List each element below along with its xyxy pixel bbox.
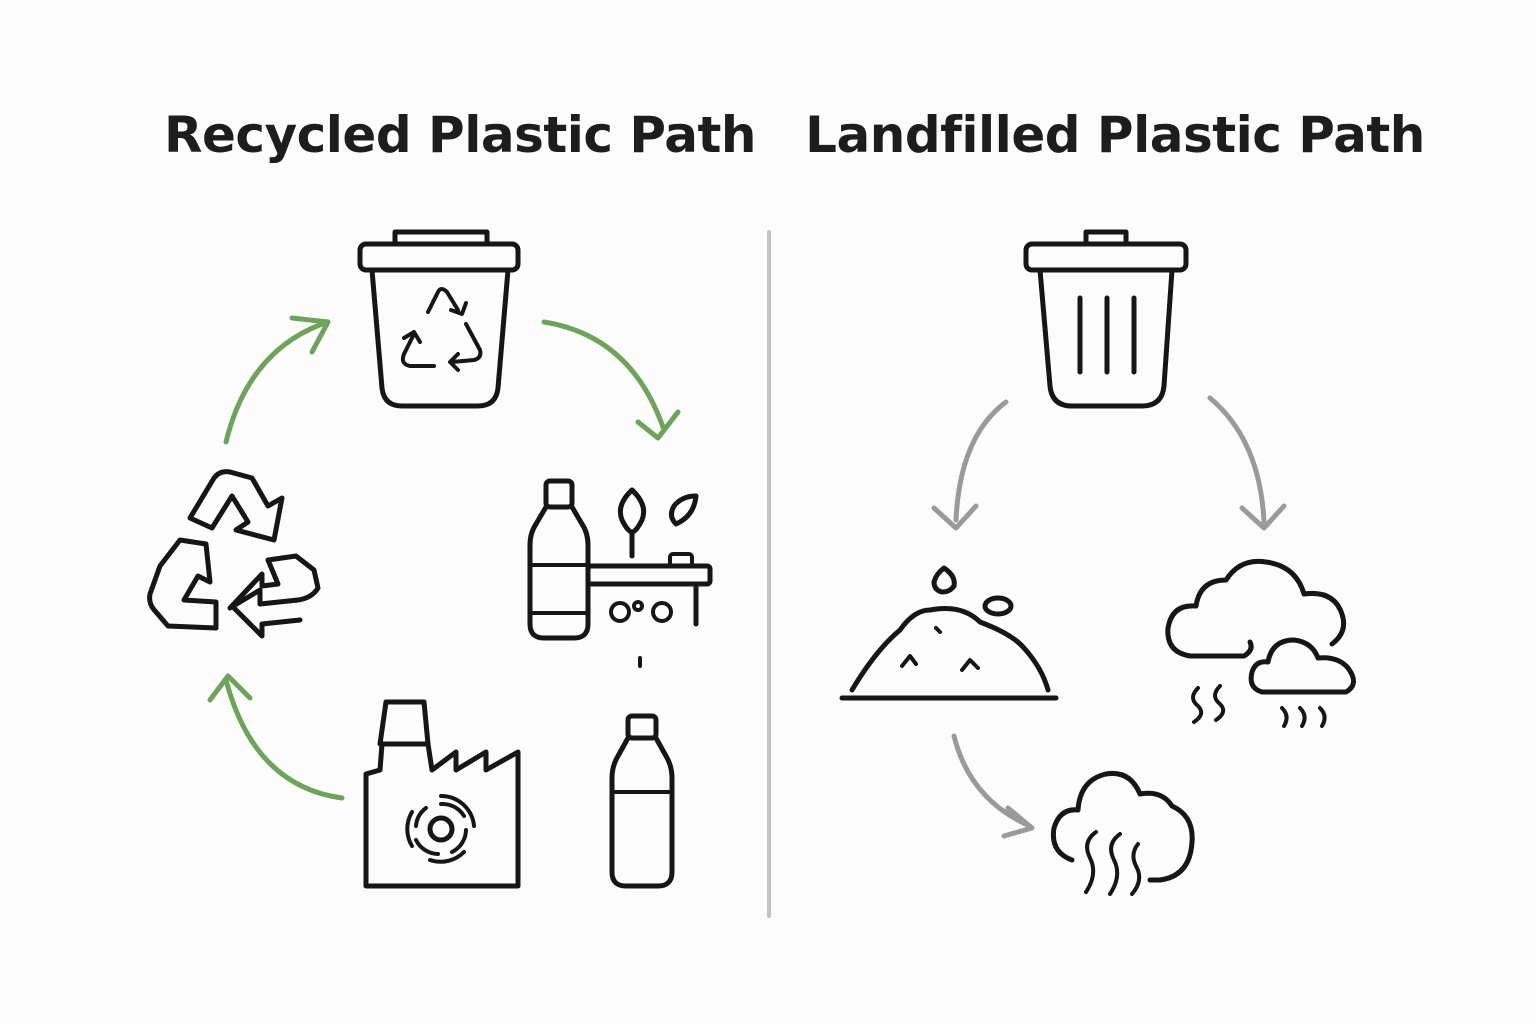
arrow-trash-to-clouds-head bbox=[1239, 503, 1287, 531]
arrow-factory-to-recycle-head bbox=[207, 673, 253, 703]
center-divider bbox=[767, 230, 771, 918]
trash-can-icon bbox=[1023, 229, 1189, 409]
arrow-bin-to-sorting-head bbox=[635, 409, 681, 441]
recycle-symbol-icon bbox=[147, 469, 321, 639]
recycling-bin-icon bbox=[357, 229, 521, 409]
arrow-recycle-to-bin-head bbox=[289, 315, 331, 355]
plastic-bottle-icon bbox=[609, 713, 675, 889]
arrow-landfill-to-pollution bbox=[951, 733, 1033, 829]
arrow-trash-to-landfill bbox=[953, 399, 1009, 523]
landfill-pile-icon bbox=[839, 565, 1059, 701]
rain-clouds-icon bbox=[1165, 558, 1356, 728]
arrow-landfill-to-pollution-head bbox=[1001, 805, 1035, 839]
arrow-trash-to-clouds bbox=[1207, 395, 1267, 525]
arrow-trash-to-landfill-head bbox=[931, 503, 979, 531]
landfilled-arrows bbox=[931, 395, 1287, 839]
pollution-cloud-icon bbox=[1050, 770, 1195, 896]
arrow-factory-to-recycle bbox=[223, 677, 345, 801]
landfilled-path-title: Landfilled Plastic Path bbox=[805, 106, 1425, 164]
arrow-recycle-to-bin bbox=[223, 321, 325, 445]
sorting-conveyor-icon bbox=[527, 478, 713, 668]
recycling-factory-icon bbox=[363, 699, 521, 889]
recycled-path-title: Recycled Plastic Path bbox=[164, 106, 756, 164]
recycled-cycle-arrows bbox=[207, 315, 681, 801]
arrow-bin-to-sorting bbox=[541, 319, 667, 433]
